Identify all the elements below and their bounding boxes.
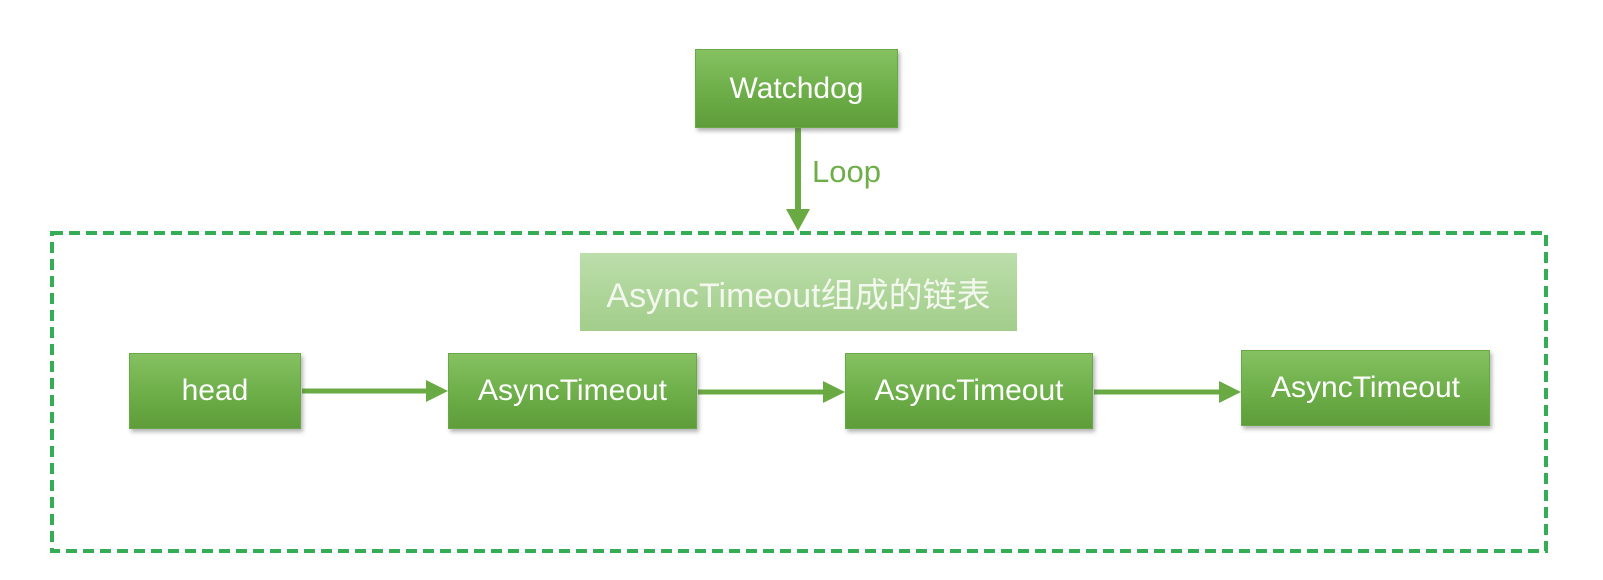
loop-arrow (786, 128, 810, 231)
asynctimeout-node-3: AsyncTimeout (1241, 350, 1490, 426)
watchdog-node: Watchdog (695, 49, 898, 128)
asynctimeout-node-2-label: AsyncTimeout (874, 374, 1064, 407)
watchdog-node-label: Watchdog (729, 71, 864, 105)
link-arrow-1 (302, 380, 448, 402)
link-arrow-2 (698, 381, 845, 403)
head-node-label: head (181, 374, 249, 407)
loop-arrow-label: Loop (812, 154, 881, 189)
asynctimeout-node-3-label: AsyncTimeout (1271, 371, 1460, 404)
head-node: head (129, 353, 301, 429)
asynctimeout-node-2: AsyncTimeout (845, 353, 1093, 429)
asynctimeout-node-1-label: AsyncTimeout (478, 374, 667, 407)
linked-list-title: AsyncTimeout组成的链表 (580, 253, 1017, 331)
asynctimeout-node-1: AsyncTimeout (448, 353, 697, 429)
dashed-container-border (50, 231, 1548, 553)
link-arrow-3 (1094, 381, 1241, 403)
